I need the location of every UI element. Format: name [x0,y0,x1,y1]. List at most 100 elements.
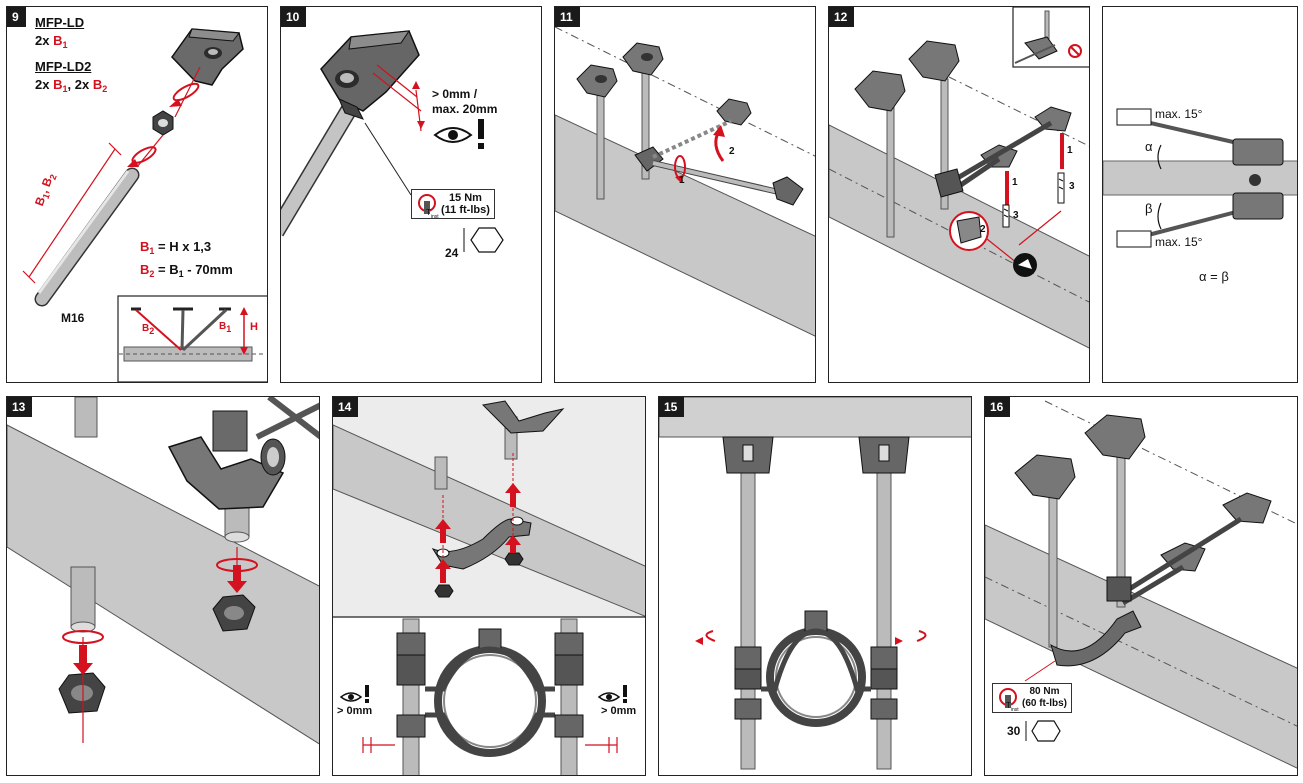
formula-b2: B2 = B1 - 70mm [140,262,233,279]
panel-10-drawing [281,30,504,253]
gap-dimension [372,64,425,132]
inset-b2-label: B2 [142,323,154,336]
hex-nut [127,110,174,168]
swing-arrow [713,125,725,162]
hex-nut-icon [463,227,504,253]
threaded-rod [281,98,361,237]
step-1b-label: 1 [1012,177,1018,188]
rod-left [740,468,756,770]
panel-number: 11 [555,7,580,27]
exclamation-icon [365,685,627,703]
mfp-ld-qty: 2x B1 [35,33,68,50]
hex-size: 30 [1007,719,1064,743]
brace-bracket [772,176,804,206]
alpha-label: α [1145,139,1153,154]
mfp-ld2-b1-sub: 1 [62,84,68,94]
length-dimension [22,142,122,284]
panel-14-drawing [333,397,645,775]
inset-b1-label: B1 [219,321,231,334]
gap-dimension-left [362,737,395,753]
formula-b2-tail: - 70mm [187,262,233,277]
anchor-bracket-2 [1084,414,1146,460]
angle-equation: α = β [1199,269,1229,284]
panel-11-drawing [555,26,815,337]
panel-16: 16 80 Nm (60 ft-lbs) Tinst 30 [984,396,1298,776]
panel-11: 11 1 2 [554,6,816,383]
anchor-bracket-3 [716,98,752,126]
panel-number: 15 [659,397,685,417]
mfp-ld2-title: MFP-LD2 [35,59,92,74]
beam [555,114,815,337]
drill-bit-1 [1005,133,1064,205]
inset-b1-sub: 1 [226,324,232,334]
gap-label-line1: > 0mm / [432,87,478,101]
torque-symbol: Tinst [426,208,439,220]
threaded-rod [34,167,140,307]
rotate-arrow-icon [695,630,927,645]
torque-value-imperial: (11 ft-lbs) [441,204,490,216]
inset-b1: B [219,321,227,332]
eye-icon [339,692,621,702]
hex-size-label: 24 [445,246,459,260]
formula-b1-sub: 1 [149,246,155,256]
panel-angles: max. 15° α β max. 15° α = β [1102,6,1298,383]
mfp-ld-b: B [53,33,63,48]
brace-rod-2 [1121,564,1185,606]
clamp-nut [634,146,664,172]
panel-number: 13 [7,397,33,417]
rod-left [70,566,96,628]
formula-b2-expr: = B [158,262,179,277]
beta-label: β [1145,201,1153,216]
centerline [555,26,815,157]
panel-number: 12 [829,7,855,27]
torque-value-imperial: (60 ft-lbs) [1022,698,1067,709]
clamp-nut [1106,576,1132,602]
inset-h-label: H [250,321,258,333]
pipe-clamp [1050,610,1142,667]
rod-size-label: M16 [61,311,85,325]
rod-left [596,88,605,200]
step-3b-label: 3 [1013,210,1019,221]
hex-nut [434,584,454,598]
angles-drawing [1103,108,1297,248]
rod-left [1048,496,1058,648]
mfp-ld2-b2: B [92,77,103,92]
step-2-label: 2 [729,146,735,157]
beam [1103,160,1297,196]
torque-box: 15 Nm (11 ft-lbs) [411,189,495,219]
torque-value: 15 Nm [448,192,482,204]
torque-value: 80 Nm [1029,686,1060,697]
formula-b2-sub: 2 [149,269,155,279]
step-3a-label: 3 [1069,181,1075,192]
ceiling-beam [659,397,971,438]
mfp-ld2-qty: 2x B1, 2x B2 [35,77,107,94]
hinge-bracket [320,30,420,120]
mfp-ld2-b1: B [53,77,63,92]
panel-12-drawing [829,7,1089,349]
beam [7,424,319,745]
anchor-bracket-1 [1014,454,1076,500]
upper-bracket [1116,108,1152,126]
formula-b1-expr: = H x 1,3 [158,239,212,254]
callout-line [364,122,412,196]
mfp-ld2-qty-number: 2x [35,77,50,92]
brace-rod-1 [1121,516,1243,596]
panel-10: 10 [280,6,542,383]
hex-nut-icon [1025,720,1062,742]
formula-b2-ref-sub: 1 [178,269,184,279]
panel-9-drawing [22,28,267,382]
torque-wrench-icon [999,688,1017,708]
torque-symbol: Tinst [1006,701,1019,713]
panel-9: 9 [6,6,268,383]
lower-bracket [1116,230,1152,248]
panel-13: 13 [6,396,320,776]
up-arrow-icon [435,451,521,583]
pipe-clamp-front [396,618,584,775]
panel-number: 14 [333,397,359,417]
mfp-ld-b1-sub: 1 [62,40,68,50]
lower-clamp [1232,192,1284,220]
gap-dimension-right [585,737,618,753]
pipe-clamp-top [481,400,565,434]
hex-nut [504,552,524,566]
brace-dashed [652,119,732,159]
